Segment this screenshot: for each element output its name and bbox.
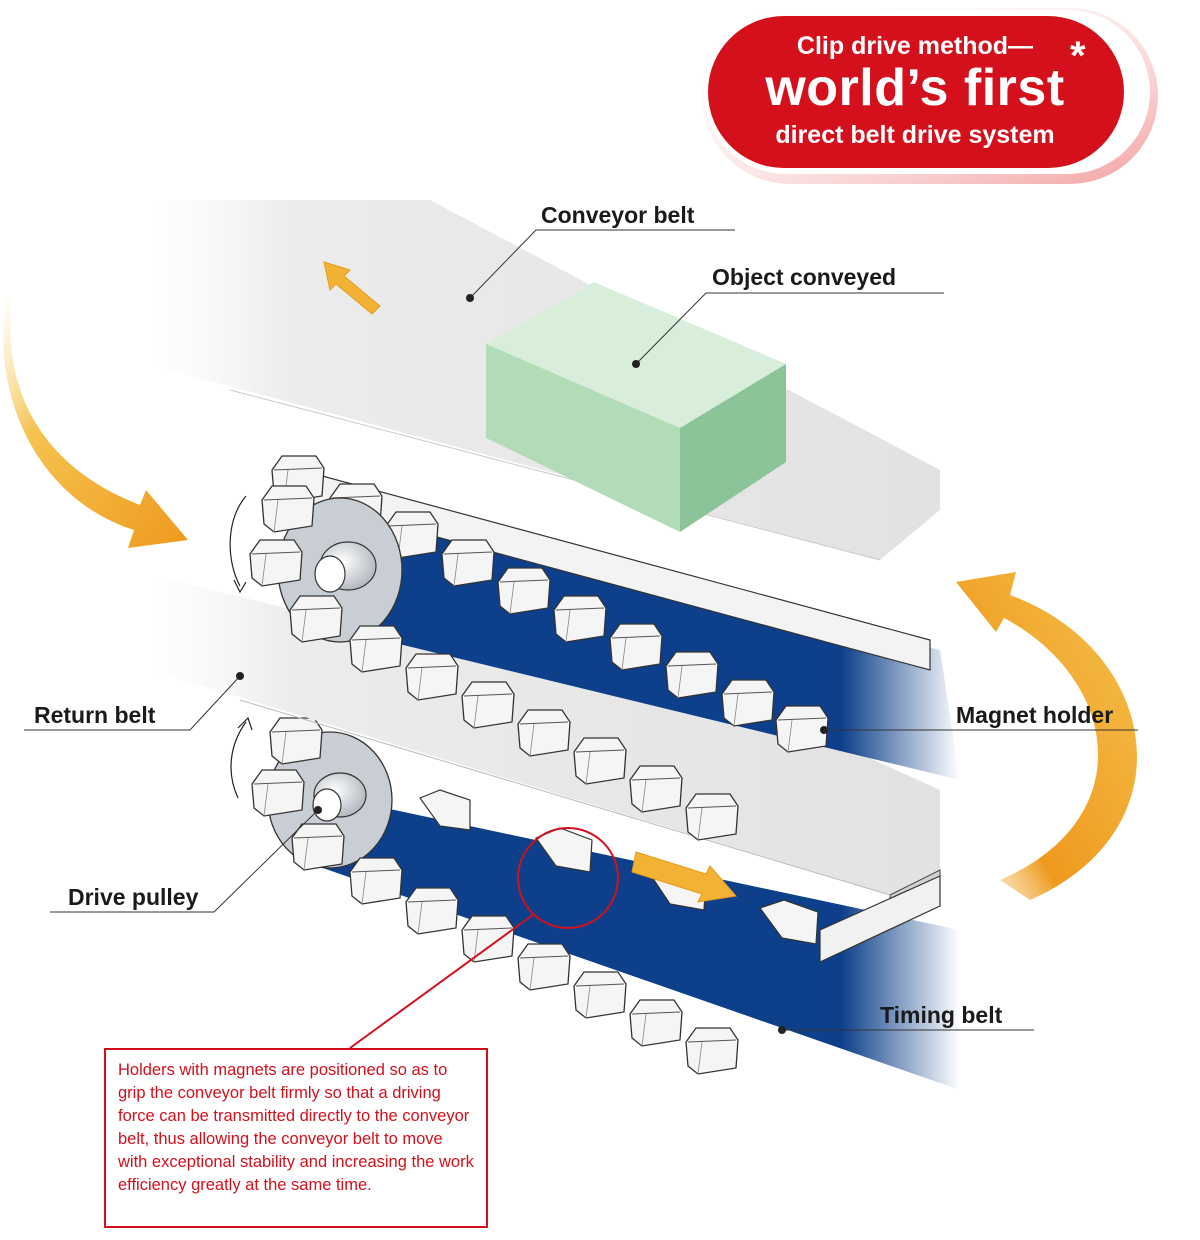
label-timing-belt: Timing belt: [880, 1002, 1003, 1028]
direction-arrow-icon: [323, 261, 381, 315]
label-return-belt: Return belt: [34, 702, 156, 728]
asterisk-mark: *: [1070, 34, 1086, 78]
lower-timing-belt: [300, 790, 960, 1090]
object-conveyed-box: [486, 282, 786, 532]
badge-line-1: Clip drive method—: [796, 32, 1034, 60]
label-conveyor-belt: Conveyor belt: [541, 202, 695, 228]
label-object-conveyed: Object conveyed: [712, 264, 897, 290]
world-first-badge: Clip drive method— world’s first * direc…: [708, 18, 1122, 166]
cycle-arrow-icon: [956, 572, 1138, 900]
label-drive-pulley: Drive pulley: [68, 884, 199, 910]
cycle-arrow-icon: [3, 296, 188, 548]
leader-lines: [24, 229, 1138, 1031]
callout-description: Holders with magnets are positioned so a…: [104, 1048, 488, 1228]
badge-line-2: world’s first: [765, 59, 1065, 117]
rotation-arrow-icon: [229, 495, 247, 594]
label-magnet-holder: Magnet holder: [956, 702, 1114, 728]
badge-line-3: direct belt drive system: [775, 121, 1055, 149]
leader-dots: [236, 294, 828, 1034]
rotation-arrow-icon: [230, 716, 253, 799]
direction-arrow-icon: [631, 851, 737, 903]
detail-highlight: [349, 827, 619, 1049]
badge-shape: [702, 8, 1158, 184]
